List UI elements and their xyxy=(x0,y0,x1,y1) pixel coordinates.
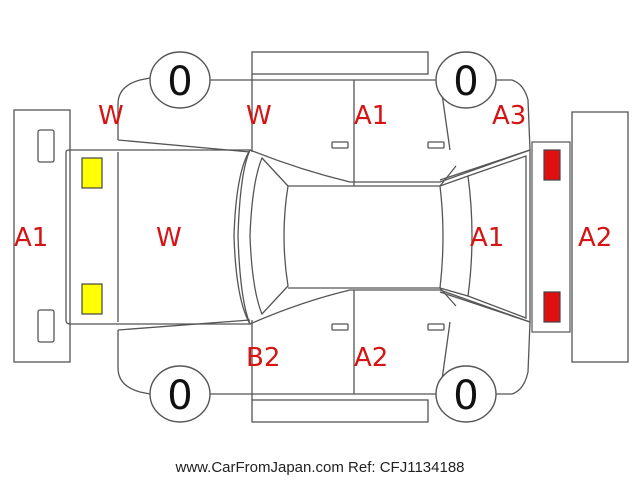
left-side-outline xyxy=(117,51,531,186)
right-side-outline xyxy=(117,290,531,423)
wheel-front-left: 0 xyxy=(149,51,211,109)
footer-reference: www.CarFromJapan.com Ref: CFJ1134188 xyxy=(175,459,465,476)
wheel-front-right-value: 0 xyxy=(167,373,192,419)
rear-lamp-top xyxy=(543,149,561,181)
damage-code-hood: W xyxy=(156,223,182,253)
damage-code-right-side-rear-door: A2 xyxy=(354,343,388,373)
damage-code-left-side-front-door: W xyxy=(246,101,272,131)
wheel-front-right: 0 xyxy=(149,365,211,423)
damage-code-left-side-rear-door: A1 xyxy=(354,101,388,131)
top-view-body xyxy=(65,149,531,325)
front-lamp-top xyxy=(81,157,103,189)
wheel-rear-left-value: 0 xyxy=(453,59,478,105)
rear-bumper-panel xyxy=(571,111,629,363)
wheel-rear-right: 0 xyxy=(435,365,497,423)
front-lamp-bottom xyxy=(81,283,103,315)
wheel-front-left-value: 0 xyxy=(167,59,192,105)
damage-code-right-side-front-door: B2 xyxy=(246,343,280,373)
damage-code-rear-bumper: A2 xyxy=(578,223,612,253)
wheel-rear-right-value: 0 xyxy=(453,373,478,419)
rear-lamps xyxy=(531,141,571,333)
front-lamps xyxy=(81,157,103,315)
rear-lamp-bottom xyxy=(543,291,561,323)
front-bumper-panel xyxy=(13,109,71,363)
damage-code-trunk-lid: A1 xyxy=(470,223,504,253)
damage-code-front-bumper: A1 xyxy=(14,223,48,253)
damage-code-left-side-front: W xyxy=(98,101,124,131)
damage-code-left-side-rear: A3 xyxy=(492,101,526,131)
wheel-rear-left: 0 xyxy=(435,51,497,109)
